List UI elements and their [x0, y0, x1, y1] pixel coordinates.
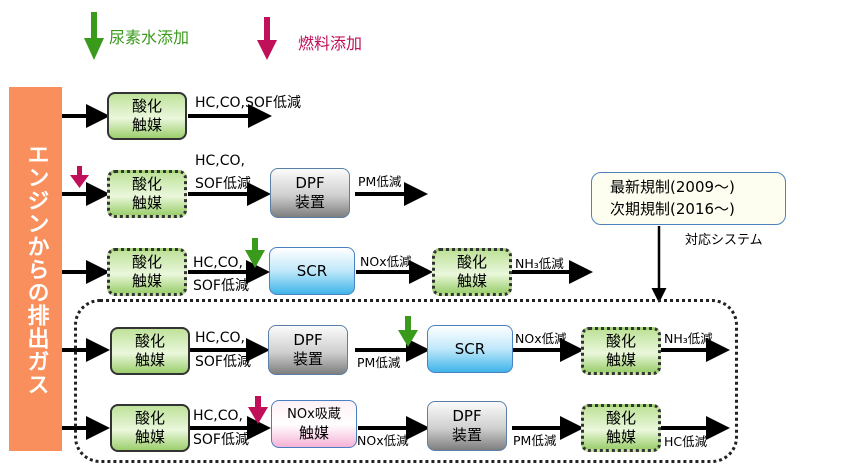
oxidation-catalyst-box: 酸化 触媒 [107, 92, 187, 140]
reduction-label: SOF低減 [193, 278, 249, 294]
box-line-2: 触媒 [456, 272, 487, 290]
box-line-1: DPF [295, 174, 325, 192]
box-line-1: 酸化 [134, 332, 165, 350]
reduction-label: HC,CO, [195, 153, 245, 169]
oxidation-catalyst-box: 酸化 触媒 [581, 327, 661, 375]
dpf-box: DPF 装置 [427, 401, 507, 451]
fuel-add-arrow-icon [248, 396, 268, 424]
box-line-2: 触媒 [605, 428, 636, 446]
dpf-box: DPF 装置 [270, 168, 350, 218]
reduction-label: SOF低減 [195, 176, 251, 192]
urea-legend-arrow-icon [84, 12, 104, 60]
reduction-label: PM低減 [358, 174, 402, 189]
reduction-label: NH₃低減 [515, 256, 564, 271]
reduction-label: NOx低減 [357, 433, 409, 448]
urea-legend-label: 尿素水添加 [109, 28, 190, 47]
box-line-2: 触媒 [605, 351, 636, 369]
box-line-1: 酸化 [131, 253, 162, 271]
regulation-box: 最新規制(2009～) 次期規制(2016～) [591, 172, 786, 225]
regulation-line-2: 次期規制(2016～) [610, 200, 735, 218]
box-line-1: DPF [293, 331, 323, 349]
box-line-1: DPF [452, 407, 482, 425]
reduction-label: HC,CO, [195, 330, 245, 346]
regulation-line-1: 最新規制(2009～) [610, 178, 735, 196]
box-line-2: 触媒 [131, 272, 162, 290]
box-line-1: 酸化 [131, 175, 162, 193]
box-line-2: 触媒 [134, 428, 165, 446]
reduction-label: HC低減 [664, 434, 708, 449]
reduction-label: PM低減 [513, 433, 557, 448]
oxidation-catalyst-box: 酸化 触媒 [107, 248, 187, 296]
oxidation-catalyst-box: 酸化 触媒 [110, 404, 190, 452]
reduction-label: NOx低減 [515, 331, 567, 346]
reduction-label: SOF低減 [193, 432, 249, 448]
fuel-add-arrow-icon [70, 166, 89, 188]
box-line-1: 酸化 [456, 253, 487, 271]
oxidation-catalyst-box: 酸化 触媒 [107, 170, 187, 218]
oxidation-catalyst-box: 酸化 触媒 [581, 404, 661, 452]
scr-box: SCR [427, 325, 513, 373]
box-line-1: 酸化 [131, 97, 162, 115]
box-line-1: SCR [296, 261, 328, 280]
reduction-label: HC,CO, [193, 408, 243, 424]
box-line-2: 触媒 [131, 194, 162, 212]
box-line-2: 装置 [294, 193, 325, 211]
reduction-label: PM低減 [357, 355, 401, 370]
regulation-caption: 対応システム [685, 233, 763, 248]
box-line-2: 触媒 [131, 116, 162, 134]
reduction-label: HC,CO,SOF低減 [195, 95, 301, 111]
box-line-1: 酸化 [605, 332, 636, 350]
oxidation-catalyst-box: 酸化 触媒 [432, 248, 512, 296]
box-line-1: NOx吸蔵 [287, 407, 341, 422]
fuel-legend-label: 燃料添加 [298, 34, 363, 53]
box-line-2: 装置 [292, 350, 323, 368]
box-line-1: 酸化 [134, 409, 165, 427]
reduction-label: SOF低減 [195, 354, 251, 370]
urea-add-arrow-icon [398, 316, 418, 347]
engine-exhaust-label: エンジンからの排出ガス [23, 142, 49, 396]
box-line-2: 触媒 [298, 424, 329, 442]
box-line-2: 装置 [451, 426, 482, 444]
fuel-legend-arrow-icon [257, 17, 277, 60]
reduction-label: NH₃低減 [664, 331, 713, 346]
dpf-box: DPF 装置 [268, 325, 348, 375]
reduction-label: NOx低減 [360, 254, 412, 269]
urea-add-arrow-icon [245, 238, 265, 268]
box-line-2: 触媒 [134, 351, 165, 369]
box-line-1: SCR [454, 339, 486, 358]
scr-box: SCR [269, 247, 355, 295]
engine-exhaust-box: エンジンからの排出ガス [9, 87, 62, 451]
oxidation-catalyst-box: 酸化 触媒 [110, 327, 190, 375]
target-systems-region [74, 299, 738, 463]
box-line-1: 酸化 [605, 409, 636, 427]
nox-storage-catalyst-box: NOx吸蔵 触媒 [271, 400, 357, 448]
reduction-label: HC,CO, [193, 255, 243, 271]
